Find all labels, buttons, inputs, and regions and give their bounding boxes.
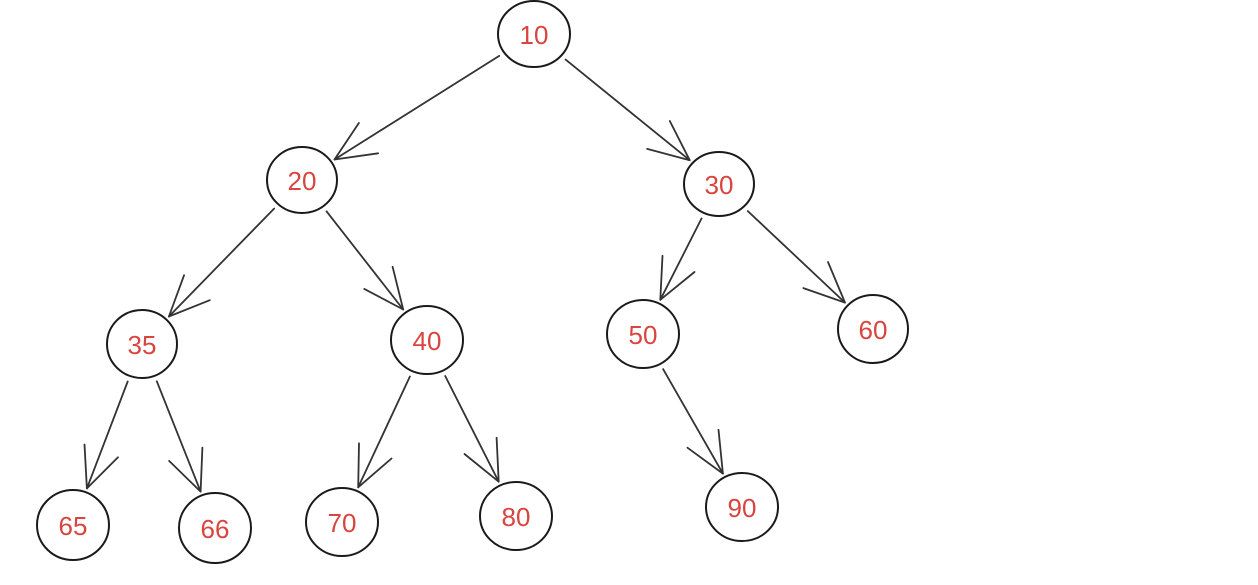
node-label: 30 xyxy=(705,170,734,200)
tree-node-60: 60 xyxy=(837,294,909,364)
edge-line xyxy=(444,375,500,483)
edge-40-to-80 xyxy=(444,375,500,483)
arrow-head xyxy=(463,436,500,483)
node-label: 50 xyxy=(629,320,658,350)
arrow-head xyxy=(357,442,393,489)
node-circle xyxy=(683,151,755,217)
edge-30-to-60 xyxy=(746,210,846,304)
tree-node-50: 50 xyxy=(606,299,680,369)
node-circle xyxy=(837,294,909,364)
tree-node-65: 65 xyxy=(36,489,110,561)
node-circle xyxy=(479,481,553,551)
edges-layer xyxy=(83,55,846,493)
tree-node-80: 80 xyxy=(479,481,553,551)
arrow-head xyxy=(363,265,405,311)
node-label: 10 xyxy=(520,20,549,50)
node-circle xyxy=(305,487,379,557)
edge-line xyxy=(325,210,405,311)
tree-node-20: 20 xyxy=(266,146,338,214)
edge-line xyxy=(357,375,411,489)
arrow-head xyxy=(686,428,724,475)
arrow-head xyxy=(168,446,204,493)
edge-20-to-40 xyxy=(325,210,405,311)
edge-line xyxy=(662,368,724,475)
tree-node-40: 40 xyxy=(390,305,464,375)
tree-node-90: 90 xyxy=(705,472,779,542)
tree-node-70: 70 xyxy=(305,487,379,557)
node-circle xyxy=(705,472,779,542)
arrow-head xyxy=(802,261,846,304)
node-circle xyxy=(266,146,338,214)
edge-30-to-50 xyxy=(659,217,703,301)
node-circle xyxy=(497,0,571,68)
tree-node-10: 10 xyxy=(497,0,571,68)
arrow-head xyxy=(167,274,211,318)
node-circle xyxy=(178,492,252,564)
edge-line xyxy=(746,210,846,304)
node-circle xyxy=(606,299,680,369)
node-label: 20 xyxy=(288,166,317,196)
arrow-head xyxy=(646,120,691,162)
arrow-head xyxy=(333,122,380,161)
nodes-layer: 10 20 30 35 40 50 60 65 66 70 80 90 xyxy=(36,0,909,564)
tree-node-35: 35 xyxy=(106,309,178,379)
node-label: 90 xyxy=(728,493,757,523)
edge-line xyxy=(564,58,691,162)
node-label: 60 xyxy=(859,315,888,345)
tree-node-66: 66 xyxy=(178,492,252,564)
node-label: 66 xyxy=(201,514,230,544)
arrow-head xyxy=(659,254,696,301)
edge-line xyxy=(333,55,501,161)
edge-line xyxy=(659,217,703,301)
node-label: 65 xyxy=(59,511,88,541)
edge-10-to-30 xyxy=(564,58,691,162)
edge-10-to-20 xyxy=(333,55,501,161)
node-label: 35 xyxy=(128,330,157,360)
edge-line xyxy=(155,380,202,493)
tree-node-30: 30 xyxy=(683,151,755,217)
edge-50-to-90 xyxy=(662,368,724,475)
edge-35-to-65 xyxy=(83,380,129,490)
node-circle xyxy=(106,309,178,379)
edge-line xyxy=(167,207,276,318)
node-circle xyxy=(390,305,464,375)
arrow-head xyxy=(83,443,119,490)
node-label: 40 xyxy=(413,326,442,356)
edge-line xyxy=(86,380,129,490)
node-label: 80 xyxy=(502,502,531,532)
node-label: 70 xyxy=(328,508,357,538)
node-circle xyxy=(36,489,110,561)
edge-40-to-70 xyxy=(357,375,411,489)
edge-35-to-66 xyxy=(155,380,204,493)
edge-20-to-35 xyxy=(167,207,276,318)
